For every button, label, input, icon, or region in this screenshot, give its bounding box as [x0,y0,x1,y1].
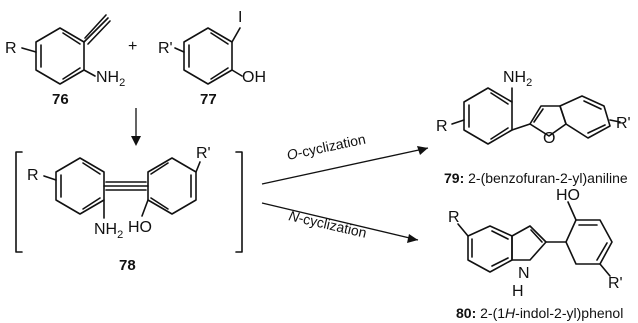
compound-77-number: 77 [200,91,217,108]
compound-76-number: 76 [52,91,69,108]
compound-76: R NH2 76 [5,14,125,108]
compound-76-bonds [21,14,111,85]
product-80-substituent-r: R [448,209,460,226]
intermediate-78-substituent-r: R [27,167,39,184]
product-79-bonds [451,87,621,145]
product-80-caption: 80: 2-(1H-indol-2-yl)phenol [456,305,623,321]
compound-76-substituent-r: R [5,40,17,57]
compound-77-iodine: I [238,9,242,26]
compound-77-bonds [174,27,243,85]
n-cyclization-label: N-cyclization [287,207,368,240]
o-cyclization-label: O-cyclization [285,131,367,163]
down-arrow [131,108,141,146]
product-79-caption: 79: 2-(benzofuran-2-yl)aniline [444,170,628,186]
compound-77-substituent-r-prime: R' [158,40,173,57]
compound-77: R' I OH 77 [158,9,266,108]
product-79-substituent-r: R [436,118,448,135]
product-80-hydroxyl: HO [556,187,580,204]
product-79: NH2 R O R' 79: 2-(benzofuran-2-yl)anilin… [436,69,631,186]
product-79-ring-oxygen: O [543,130,555,147]
o-cyclization-arrow: O-cyclization [261,131,429,185]
plus-sign: + [128,38,137,55]
product-80-substituent-r-prime: R' [608,275,623,292]
intermediate-78-brackets [15,151,243,253]
product-80-ring-hydrogen: H [512,283,524,300]
product-79-substituent-r-prime: R' [616,115,631,132]
intermediate-78-number: 78 [119,257,136,274]
intermediate-78-hydroxyl: HO [128,219,152,236]
product-80-bonds [457,201,613,277]
intermediate-78-bonds [43,157,201,219]
product-79-amine: NH2 [503,69,532,89]
intermediate-78-amine: NH2 [94,221,123,241]
intermediate-78-substituent-r-prime: R' [196,145,211,162]
product-80: R HO N H R' 80: 2-(1H-indol-2-yl)phenol [448,187,623,321]
product-80-ring-nitrogen: N [518,265,530,282]
intermediate-78: R R' NH2 HO 78 [15,145,243,274]
compound-76-amine: NH2 [96,69,125,89]
n-cyclization-arrow: N-cyclization [261,202,419,243]
compound-77-hydroxyl: OH [242,69,266,86]
